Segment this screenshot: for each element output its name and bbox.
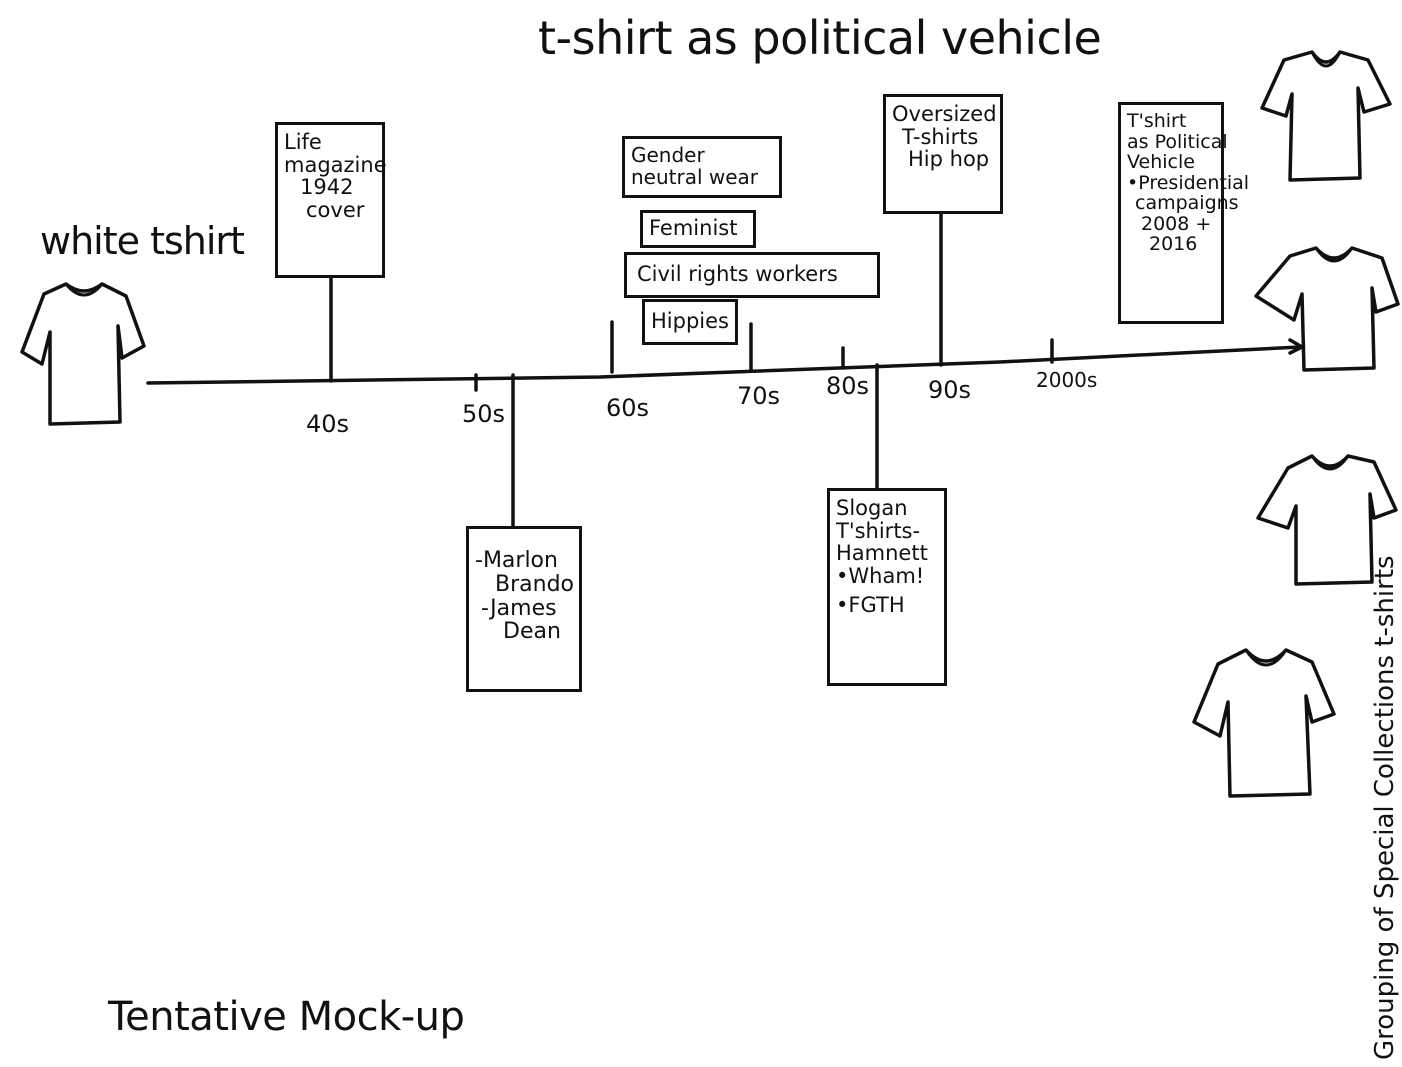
tshirt-sketch-icon [1192,648,1336,798]
box-line: -James [481,595,557,621]
box-line: Civil rights workers [637,262,838,286]
box-line: •Presidential [1127,171,1250,194]
box-line: Feminist [649,216,738,240]
box-line: Hippies [651,309,729,333]
footer-note: Tentative Mock-up [108,994,465,1040]
tick-label-80s: 80s [826,372,870,400]
tick-label-90s: 90s [928,376,972,404]
box-line: cover [306,198,365,223]
box-line: 2008 + [1141,212,1212,235]
tick-label-60s: 60s [606,394,650,422]
box-slogan-tshirts: Slogan T'shirts- Hamnett •Wham! •FGTH [827,488,947,686]
box-line: -Marlon [475,548,558,573]
tick-label-50s: 50s [462,400,506,428]
tick-label-70s: 70s [737,382,781,410]
tick-label-40s: 40s [306,410,350,438]
box-line: neutral wear [631,164,759,189]
box-line: magazine [284,152,387,177]
box-line: Oversized [892,102,997,126]
box-line: 2016 [1149,233,1198,256]
box-line: T-shirts [902,124,979,149]
tick-label-2000s: 2000s [1036,368,1098,392]
box-line: Dean [503,619,561,645]
box-line: Hamnett [836,541,928,566]
box-oversized-hiphop: Oversized T-shirts Hip hop [883,94,1003,214]
box-line: Vehicle [1127,151,1195,174]
page-title: t-shirt as political vehicle [538,11,1102,65]
side-label: Grouping of Special Collections t-shirts [1370,555,1400,1060]
box-feminist: Feminist [640,210,756,248]
box-line: T'shirt [1127,110,1187,132]
box-life-magazine: Life magazine 1942 cover [275,122,387,278]
box-line: Gender [631,143,705,167]
box-line: T'shirts- [836,518,921,543]
timeline-axis [146,345,1302,385]
box-civil-rights: Civil rights workers [624,252,880,298]
box-line: campaigns [1135,192,1239,215]
tshirt-sketch-icon [1260,50,1392,182]
box-line: •Wham! [836,564,925,589]
box-line: •FGTH [836,592,905,617]
box-political-vehicle: T'shirt as Political Vehicle •Presidenti… [1118,102,1250,324]
box-brando-dean: -Marlon Brando -James Dean [466,526,582,692]
box-hippies: Hippies [642,299,738,345]
tshirt-sketch-icon [20,282,146,426]
box-line: 1942 [300,175,354,200]
box-line: Slogan [836,496,908,520]
start-label: white tshirt [40,219,245,263]
box-line: as Political [1127,130,1228,153]
tshirt-sketch-icon [1254,246,1400,372]
box-line: Hip hop [908,147,990,172]
box-line: Life [284,130,322,154]
tshirt-sketch-icon [1256,454,1398,586]
box-line: Brando [495,571,574,597]
box-gender-neutral: Gender neutral wear [622,136,782,198]
